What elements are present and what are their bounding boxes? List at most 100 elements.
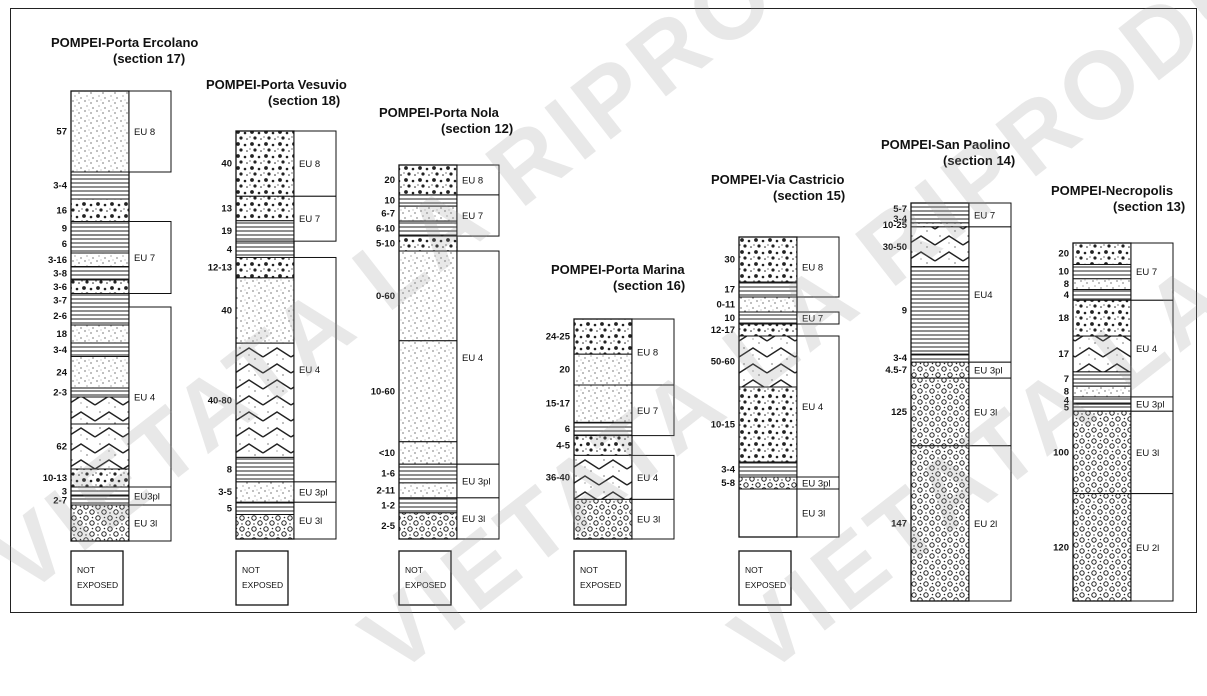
eruption-unit-label: EU 8 bbox=[462, 175, 483, 186]
strat-layer bbox=[574, 385, 632, 422]
strat-layer bbox=[399, 206, 457, 221]
strat-layer bbox=[399, 442, 457, 464]
strat-layer bbox=[71, 91, 129, 172]
thickness-label: 2-6 bbox=[53, 311, 67, 322]
strat-layer bbox=[71, 199, 129, 222]
strat-layer bbox=[71, 505, 129, 541]
thickness-label: 4-5 bbox=[556, 441, 570, 452]
strat-layer bbox=[574, 455, 632, 499]
section-porta-ercolano: POMPEI-Porta Ercolano(section 17)573-416… bbox=[43, 35, 199, 605]
eruption-unit-label: EU 3l bbox=[1136, 448, 1159, 459]
strat-layer bbox=[399, 513, 457, 539]
eruption-unit-label: EU 3l bbox=[637, 515, 660, 526]
section-porta-vesuvio: POMPEI-Porta Vesuvio(section 18)40131941… bbox=[206, 77, 347, 605]
strat-layer bbox=[1073, 411, 1131, 493]
strat-layer bbox=[71, 496, 129, 505]
strat-layer bbox=[739, 282, 797, 297]
section-title: POMPEI-Porta Marina bbox=[551, 262, 685, 277]
strat-layer bbox=[71, 307, 129, 325]
strat-layer bbox=[71, 280, 129, 294]
thickness-label: <10 bbox=[379, 448, 395, 459]
strat-layer bbox=[71, 235, 129, 253]
eruption-unit-label: EU 3l bbox=[802, 509, 825, 520]
strat-layer bbox=[911, 223, 969, 227]
eruption-unit-label: EU 3pl bbox=[462, 477, 491, 488]
thickness-label: 4 bbox=[1064, 290, 1070, 301]
thickness-label: 8 bbox=[1064, 279, 1069, 290]
strat-layer bbox=[399, 195, 457, 206]
strat-layer bbox=[1073, 336, 1131, 372]
thickness-label: 10 bbox=[384, 196, 395, 207]
thickness-label: 3-6 bbox=[53, 282, 67, 293]
section-subtitle: (section 12) bbox=[441, 121, 513, 136]
eruption-unit-label: EU 7 bbox=[462, 211, 483, 222]
eruption-unit-label: EU 4 bbox=[637, 473, 658, 484]
eruption-unit-label: EU 4 bbox=[1136, 344, 1157, 355]
thickness-label: 18 bbox=[56, 329, 67, 340]
not-exposed-label: EXPOSED bbox=[405, 580, 446, 590]
thickness-label: 10 bbox=[724, 313, 735, 324]
thickness-label: 36-40 bbox=[546, 472, 570, 483]
thickness-label: 5 bbox=[1064, 403, 1070, 414]
strat-layer bbox=[236, 343, 294, 457]
strat-layer bbox=[236, 131, 294, 196]
thickness-label: 2-5 bbox=[381, 521, 395, 532]
thickness-label: 9 bbox=[902, 305, 907, 316]
strat-layer bbox=[739, 312, 797, 324]
eruption-unit-label: EU 7 bbox=[974, 210, 995, 221]
strat-layer bbox=[71, 487, 129, 496]
thickness-label: 3-4 bbox=[53, 345, 67, 356]
strat-layer bbox=[739, 387, 797, 462]
strat-layer bbox=[71, 388, 129, 397]
strat-layer bbox=[911, 267, 969, 355]
thickness-label: 4.5-7 bbox=[885, 365, 907, 376]
strat-layer bbox=[236, 221, 294, 241]
thickness-label: 24-25 bbox=[546, 332, 571, 343]
thickness-label: 6-10 bbox=[376, 224, 395, 235]
thickness-label: 6 bbox=[62, 239, 67, 250]
section-subtitle: (section 14) bbox=[943, 153, 1015, 168]
eruption-unit-label: EU 7 bbox=[637, 406, 658, 417]
not-exposed-label: NOT bbox=[580, 565, 598, 575]
strat-layer bbox=[399, 483, 457, 498]
strat-layer bbox=[236, 196, 294, 220]
eruption-unit-label: EU 3l bbox=[462, 514, 485, 525]
not-exposed-box bbox=[399, 551, 451, 605]
thickness-label: 12-17 bbox=[711, 325, 735, 336]
strat-layer bbox=[911, 354, 969, 362]
not-exposed-box bbox=[236, 551, 288, 605]
eruption-unit-label: EU 8 bbox=[299, 159, 320, 170]
thickness-label: 17 bbox=[1058, 349, 1069, 360]
thickness-label: 7 bbox=[1064, 374, 1069, 385]
eruption-unit-label: EU 3pl bbox=[299, 488, 328, 499]
strat-layer bbox=[399, 221, 457, 236]
eruption-unit-label: EU 3l bbox=[974, 407, 997, 418]
thickness-label: 10-60 bbox=[371, 386, 395, 397]
eruption-unit-label: EU 4 bbox=[299, 365, 320, 376]
strat-layer bbox=[574, 436, 632, 456]
strat-layer bbox=[71, 253, 129, 267]
thickness-label: 20 bbox=[1058, 249, 1069, 260]
section-porta-nola: POMPEI-Porta Nola(section 12)20106-76-10… bbox=[371, 105, 514, 605]
thickness-label: 10-25 bbox=[883, 220, 908, 231]
section-porta-marina: POMPEI-Porta Marina(section 16)24-252015… bbox=[546, 262, 686, 605]
strat-layer bbox=[1073, 279, 1131, 290]
thickness-label: 40 bbox=[221, 159, 232, 170]
eruption-unit-label: EU 7 bbox=[134, 253, 155, 264]
thickness-label: 3-8 bbox=[53, 268, 67, 279]
section-title: POMPEI-Porta Nola bbox=[379, 105, 500, 120]
strat-layer bbox=[236, 241, 294, 257]
thickness-label: 19 bbox=[221, 226, 232, 237]
strat-layer bbox=[911, 378, 969, 446]
thickness-label: 3-5 bbox=[218, 487, 232, 498]
strat-layer bbox=[71, 267, 129, 281]
strat-layer bbox=[1073, 243, 1131, 264]
strat-layer bbox=[1073, 404, 1131, 411]
eruption-unit-label: EU 3pl bbox=[1136, 400, 1165, 411]
section-via-castricio: POMPEI-Via Castricio(section 15)30170-11… bbox=[711, 172, 846, 605]
strat-layer bbox=[71, 469, 129, 487]
strat-layer bbox=[1073, 397, 1131, 404]
section-title: POMPEI-San Paolino bbox=[881, 137, 1010, 152]
thickness-label: 3-4 bbox=[721, 465, 735, 476]
thickness-label: 17 bbox=[724, 285, 735, 296]
